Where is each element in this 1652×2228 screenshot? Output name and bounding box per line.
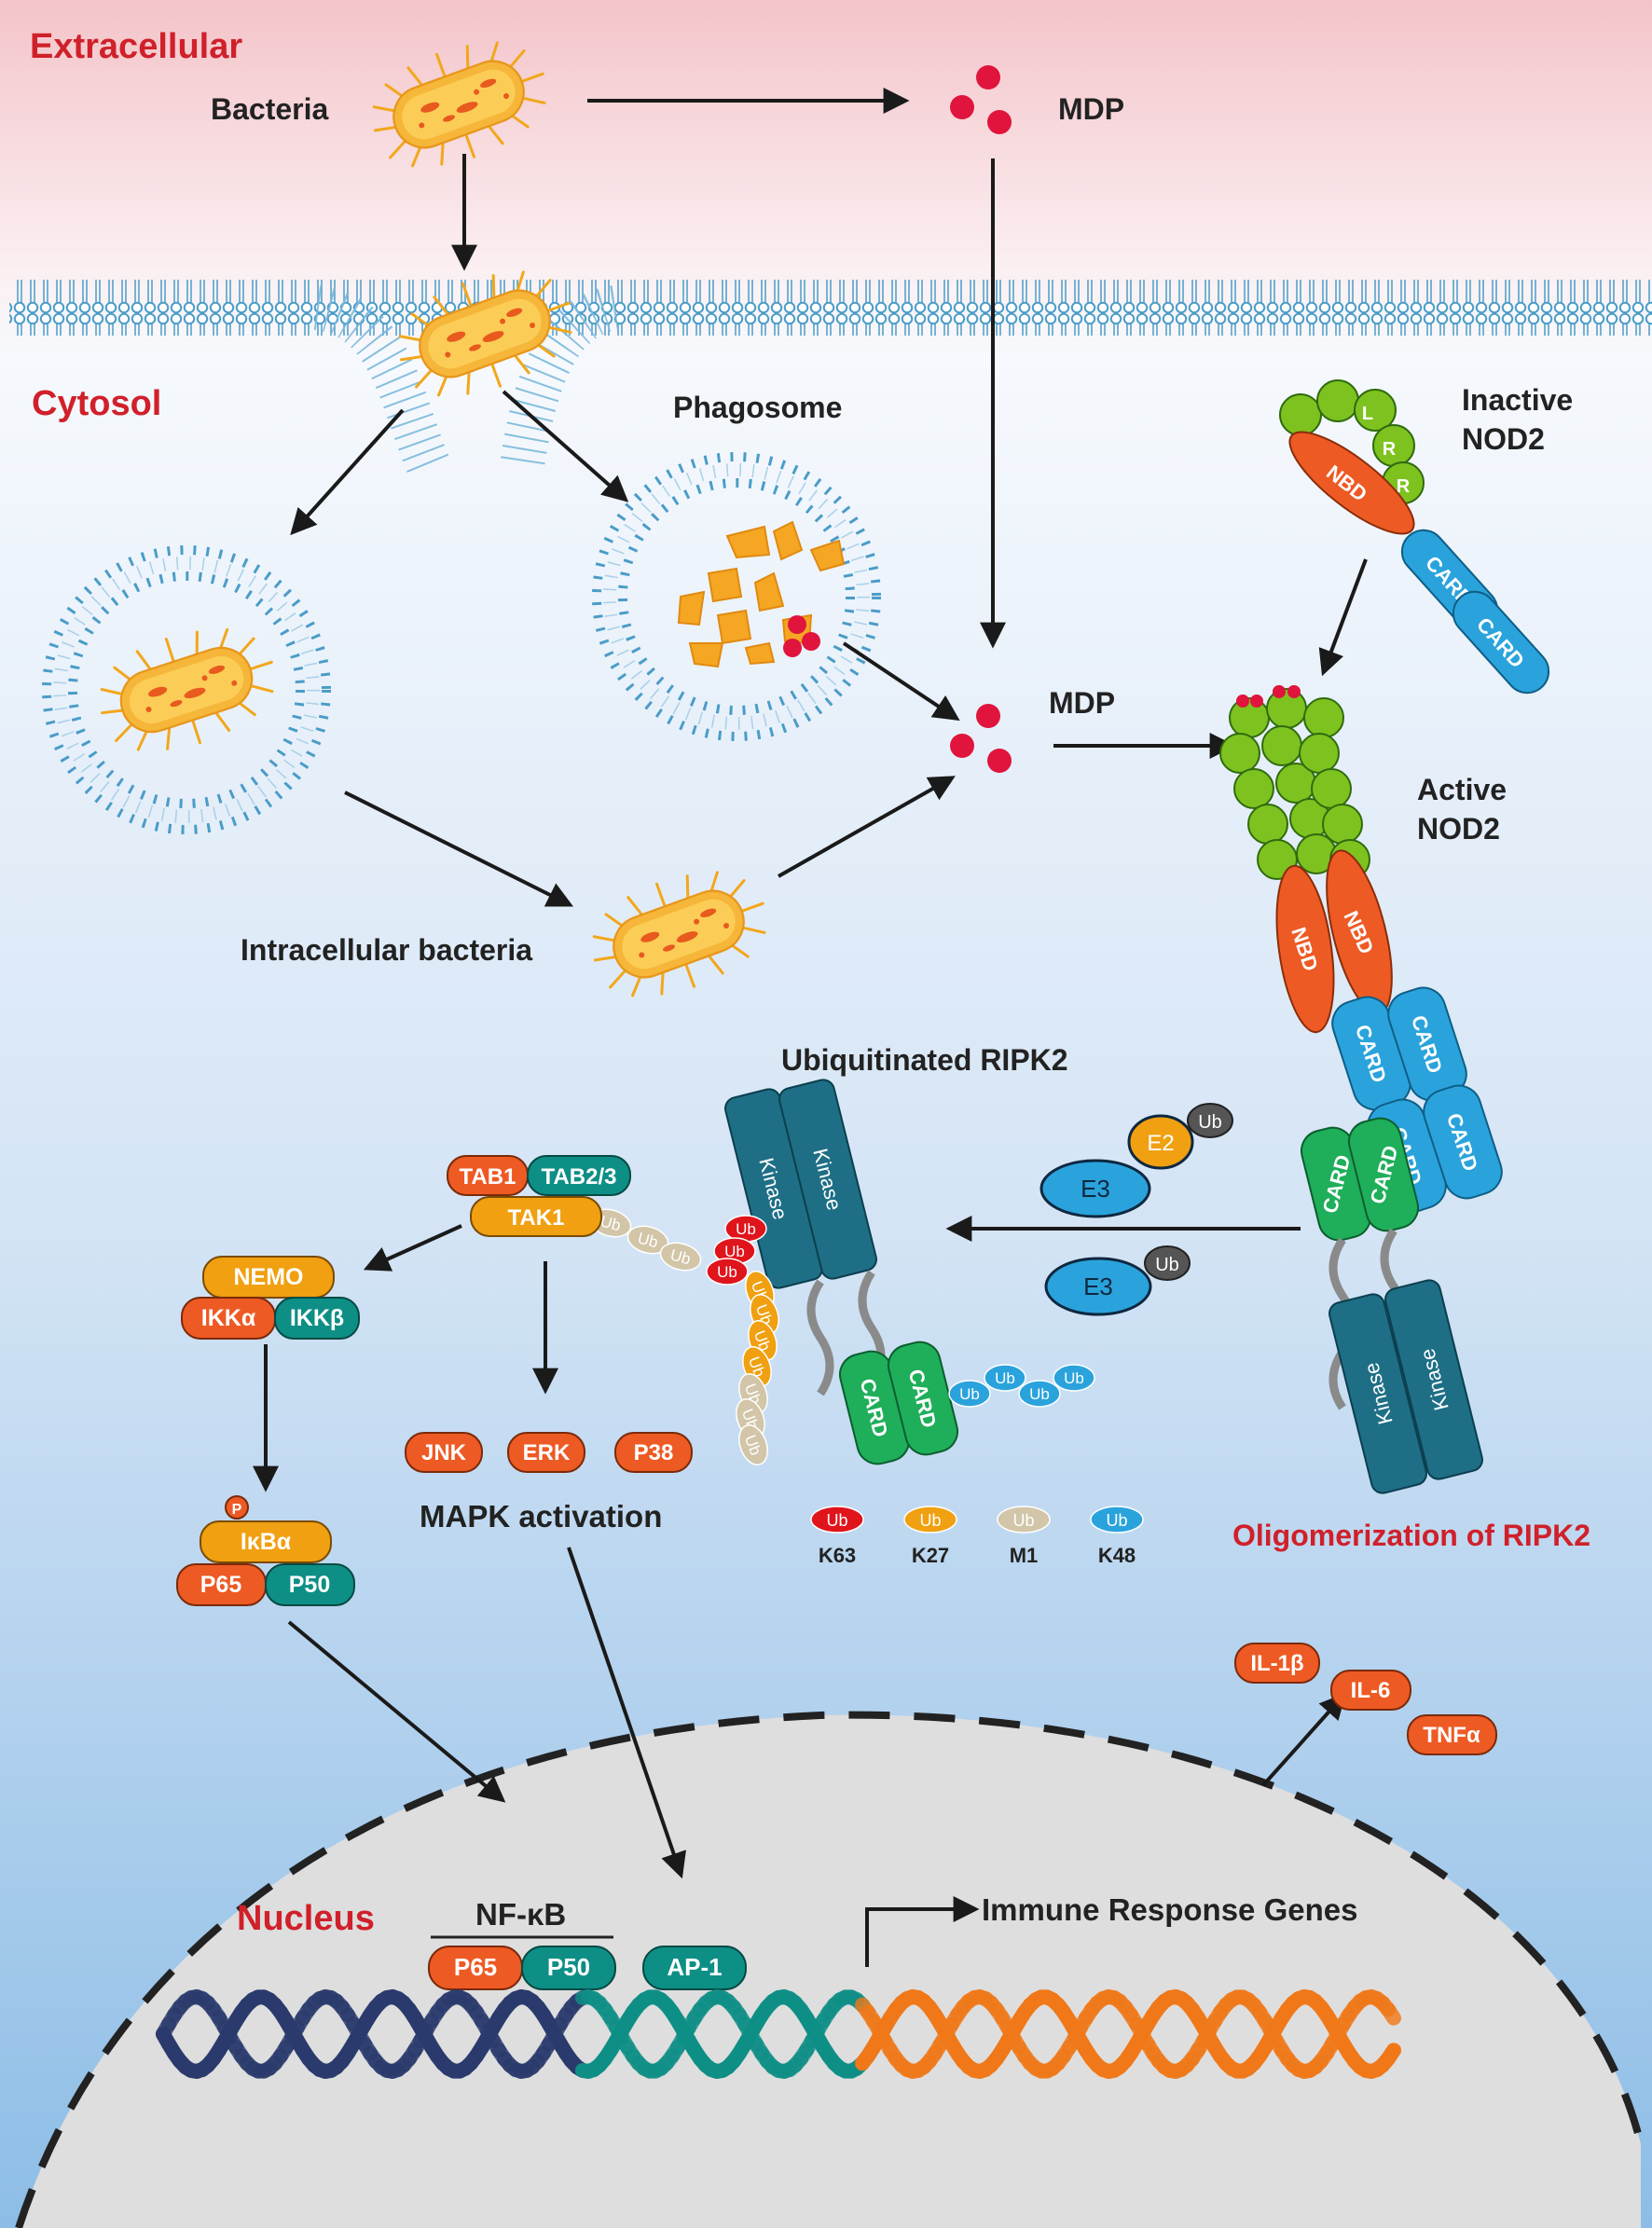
lrr-label: R	[1397, 476, 1411, 497]
plasma-membrane	[9, 280, 1652, 336]
mapk-group: JNK ERK P38	[405, 1432, 693, 1473]
lrr-label: L	[1362, 404, 1373, 424]
svg-text:Ub: Ub	[724, 1243, 745, 1260]
svg-text:M1: M1	[1010, 1544, 1039, 1567]
ikkb-label: IKKβ	[290, 1305, 344, 1331]
arrows	[253, 88, 1368, 1967]
region-extracellular: Extracellular	[30, 27, 242, 66]
svg-text:K63: K63	[819, 1544, 856, 1567]
ub-bead: Ub	[948, 1380, 991, 1408]
label-ubiquitinated-ripk2: Ubiquitinated RIPK2	[781, 1043, 1068, 1077]
nuclear-tf: P65 P50 AP-1	[428, 1946, 747, 1990]
p38-label: P38	[634, 1440, 674, 1465]
dna-helix	[156, 1989, 1401, 2079]
tab23-label: TAB2/3	[542, 1164, 617, 1190]
svg-text:Ub: Ub	[736, 1220, 756, 1238]
svg-text:K48: K48	[1098, 1544, 1136, 1567]
ub-bead: Ub	[706, 1258, 749, 1286]
il6-label: IL-6	[1351, 1678, 1391, 1703]
e3-complex: E3 Ub	[1044, 1245, 1191, 1316]
ub-bead: Ub	[626, 1225, 669, 1255]
label-active-nod2-line2: NOD2	[1417, 812, 1500, 846]
il1b-label: IL-1β	[1250, 1651, 1303, 1676]
label-inactive-nod2-line2: NOD2	[1462, 422, 1545, 456]
jnk-label: JNK	[421, 1440, 467, 1465]
phagosome	[592, 452, 881, 741]
nuc-p50-label: P50	[547, 1953, 590, 1981]
svg-text:Ub: Ub	[599, 1212, 623, 1234]
svg-text:Ub: Ub	[1029, 1385, 1050, 1403]
svg-text:Ub: Ub	[919, 1511, 941, 1530]
lrr-label: R	[1383, 439, 1397, 460]
ub-bead: Ub	[738, 1424, 768, 1465]
ubiquitinated-ripk2: Kinase Kinase CARD CARD	[724, 1079, 959, 1465]
svg-text:Ub: Ub	[1106, 1511, 1127, 1530]
nemo-label: NEMO	[234, 1264, 304, 1290]
tnfa-label: TNFα	[1423, 1723, 1480, 1748]
e3-label: E3	[1081, 1175, 1110, 1203]
e3-label: E3	[1083, 1272, 1113, 1300]
ripk2-oligomer: CARD CARD Kinase Kinase	[1300, 1117, 1483, 1494]
ap1-label: AP-1	[667, 1953, 722, 1981]
vesicle-left	[42, 545, 331, 834]
label-mapk-activation: MAPK activation	[420, 1499, 662, 1533]
svg-text:K27: K27	[912, 1544, 949, 1567]
cytokines: IL-1β IL-6 TNFα	[1234, 1643, 1497, 1755]
nuclear-envelope	[15, 1711, 1645, 2228]
svg-text:Ub: Ub	[1012, 1511, 1034, 1530]
label-oligomerization: Oligomerization of RIPK2	[1232, 1519, 1590, 1552]
ikka-label: IKKα	[201, 1305, 256, 1331]
label-phagosome: Phagosome	[673, 391, 842, 424]
inactive-nod2: L R R NBD CARD CARD	[1279, 379, 1550, 695]
p65-label: P65	[200, 1572, 242, 1598]
tab1-label: TAB1	[460, 1164, 516, 1190]
active-nod2: NBD NBD CARD CARD CARD CARD	[1219, 685, 1503, 1214]
svg-text:Ub: Ub	[995, 1369, 1015, 1387]
label-immune-response-genes: Immune Response Genes	[982, 1892, 1357, 1927]
ub-bead: Ub	[1018, 1380, 1061, 1408]
tak1-complex: TAB1 TAB2/3 TAK1	[447, 1155, 631, 1237]
ikba-label: IκBα	[241, 1529, 292, 1555]
membrane-invagination	[312, 285, 621, 475]
label-mdp-mid: MDP	[1049, 686, 1115, 720]
label-bacteria: Bacteria	[211, 92, 329, 126]
e2-label: E2	[1147, 1131, 1174, 1156]
ub-label: Ub	[1198, 1112, 1222, 1133]
svg-text:Ub: Ub	[959, 1385, 980, 1403]
ub-bead: Ub	[659, 1242, 702, 1272]
p50-label: P50	[289, 1572, 330, 1598]
label-active-nod2-line1: Active	[1417, 773, 1507, 806]
ikk-complex: NEMO IKKα IKKβ	[181, 1256, 360, 1340]
ub-bead: Ub	[1053, 1364, 1095, 1392]
nucleus-area	[19, 1714, 1641, 2228]
nuc-p65-label: P65	[454, 1953, 497, 1981]
region-cytosol: Cytosol	[32, 384, 161, 423]
svg-text:Ub: Ub	[717, 1263, 737, 1281]
tak1-label: TAK1	[508, 1205, 565, 1231]
ub-label: Ub	[1155, 1255, 1179, 1275]
svg-text:Ub: Ub	[636, 1229, 660, 1251]
label-inactive-nod2-line1: Inactive	[1462, 383, 1573, 417]
svg-text:Ub: Ub	[1064, 1369, 1084, 1387]
region-nucleus: Nucleus	[237, 1899, 375, 1938]
e3-e2-complex: E3 E2 Ub	[1039, 1103, 1233, 1218]
label-nfkb: NF-κB	[475, 1897, 566, 1932]
label-intracellular-bacteria: Intracellular bacteria	[241, 933, 532, 967]
label-mdp-top: MDP	[1058, 92, 1124, 126]
phospho-label: P	[232, 1502, 242, 1518]
ikba-nfkb-complex: P IκBα P65 P50	[176, 1495, 355, 1606]
erk-label: ERK	[523, 1440, 571, 1465]
svg-text:Ub: Ub	[668, 1245, 693, 1268]
svg-text:Ub: Ub	[826, 1511, 847, 1530]
ub-bead: Ub	[984, 1364, 1026, 1392]
